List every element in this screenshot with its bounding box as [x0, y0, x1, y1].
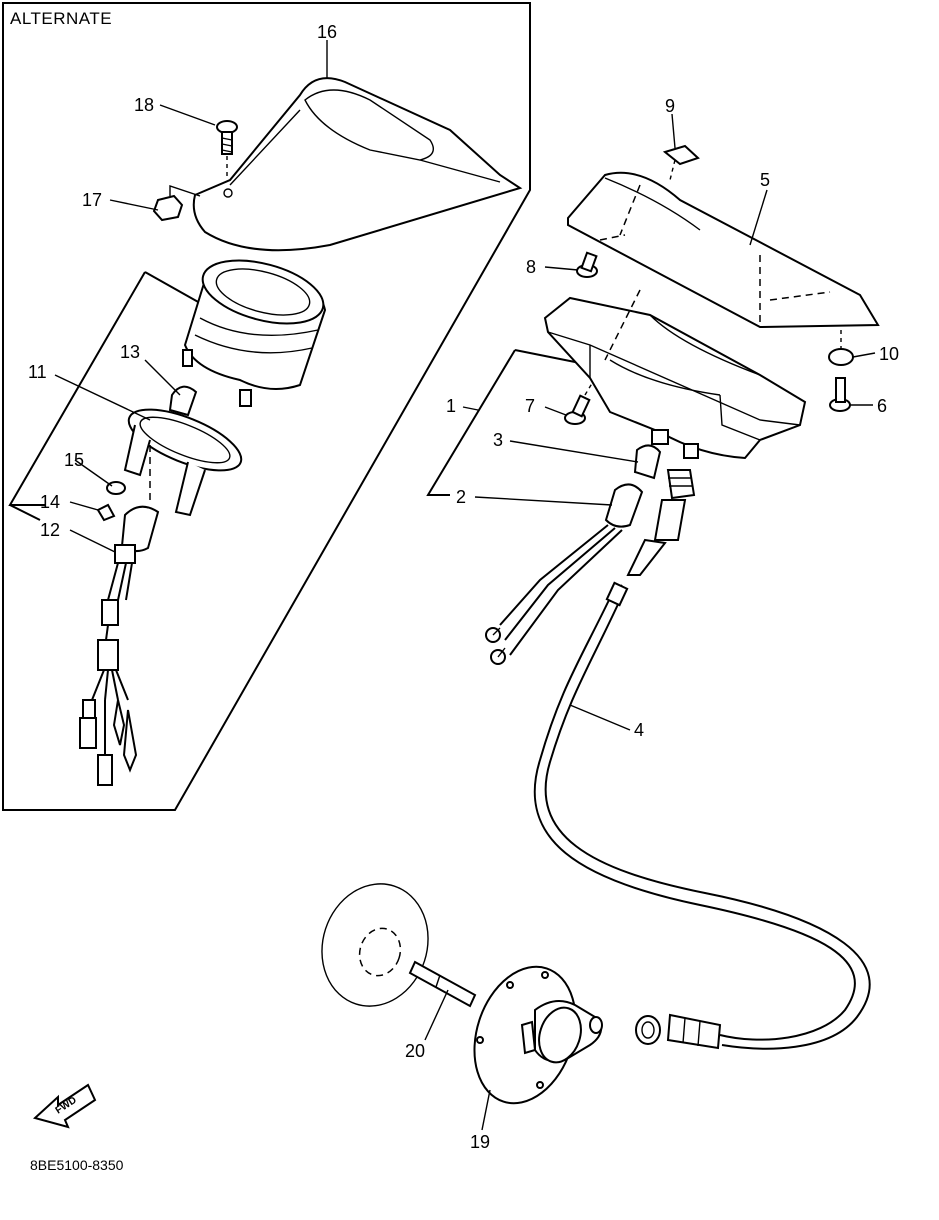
callout-3: 3	[493, 430, 503, 450]
part-18-screw	[216, 120, 238, 180]
leader-15	[74, 459, 113, 487]
part-1-meter-assembly	[543, 289, 807, 460]
leader-12	[69, 529, 116, 553]
part-9-clip	[662, 144, 700, 181]
part-10-nut	[828, 330, 854, 366]
callout-17: 17	[82, 190, 102, 210]
diagram-code: 8BE5100-8350	[30, 1157, 124, 1173]
part-drive-cable-upper-end	[613, 469, 696, 596]
callout-2: 2	[456, 487, 466, 507]
alternate-box: ALTERNATE	[2, 2, 531, 811]
part-12-socket-harness	[79, 505, 160, 786]
leader-9	[671, 113, 676, 149]
callout-1: 1	[446, 396, 456, 416]
part-13-bulb	[168, 385, 198, 417]
leader-10	[852, 352, 876, 358]
callout-14: 14	[40, 492, 60, 512]
leader-11	[54, 374, 151, 421]
part-2-socket-harness	[485, 483, 644, 665]
part-16-visor	[192, 77, 523, 252]
leader-13	[144, 359, 181, 396]
bracket-line-alt-a	[144, 271, 201, 304]
callout-5: 5	[760, 170, 770, 190]
part-6-bolt	[829, 377, 851, 412]
part-20-pin	[408, 960, 477, 1008]
part-alt-speedometer	[182, 259, 327, 407]
callout-18: 18	[134, 95, 154, 115]
callout-10: 10	[879, 344, 899, 364]
part-17-nut	[152, 185, 201, 222]
bracket-line-1b	[426, 349, 516, 496]
leader-3	[509, 440, 639, 463]
leader-4	[569, 704, 631, 731]
leader-7	[544, 406, 567, 416]
callout-13: 13	[120, 342, 140, 362]
callout-19: 19	[470, 1132, 490, 1152]
leader-20	[424, 989, 449, 1041]
callout-12: 12	[40, 520, 60, 540]
part-11-holder	[123, 408, 243, 517]
leader-5	[749, 189, 768, 246]
alternate-label: ALTERNATE	[10, 9, 112, 28]
bracket-line-alt-c	[9, 504, 41, 521]
callout-20: 20	[405, 1041, 425, 1061]
callout-11: 11	[28, 362, 47, 382]
part-19-gear-unit	[473, 965, 603, 1105]
callout-9: 9	[665, 96, 675, 116]
leader-19	[481, 1089, 491, 1131]
callout-7: 7	[525, 396, 535, 416]
callout-4: 4	[634, 720, 644, 740]
part-3-bulb	[633, 444, 662, 480]
leader-1	[462, 406, 479, 411]
leader-17	[109, 199, 159, 211]
leader-2	[474, 496, 613, 506]
fwd-arrow-icon: FWD	[32, 1083, 97, 1129]
part-8-screw	[576, 251, 598, 278]
leader-18	[159, 104, 216, 126]
part-14-cap	[96, 503, 116, 522]
callout-16: 16	[317, 22, 337, 42]
part-4-speedo-cable	[533, 581, 871, 1050]
callout-8: 8	[526, 257, 536, 277]
leader-8	[544, 266, 579, 271]
bracket-line-1a	[514, 349, 581, 364]
callout-6: 6	[877, 396, 887, 416]
callout-15: 15	[64, 450, 84, 470]
leader-14	[69, 501, 99, 511]
part-5-cover	[567, 171, 880, 329]
part-disc	[321, 883, 429, 1007]
